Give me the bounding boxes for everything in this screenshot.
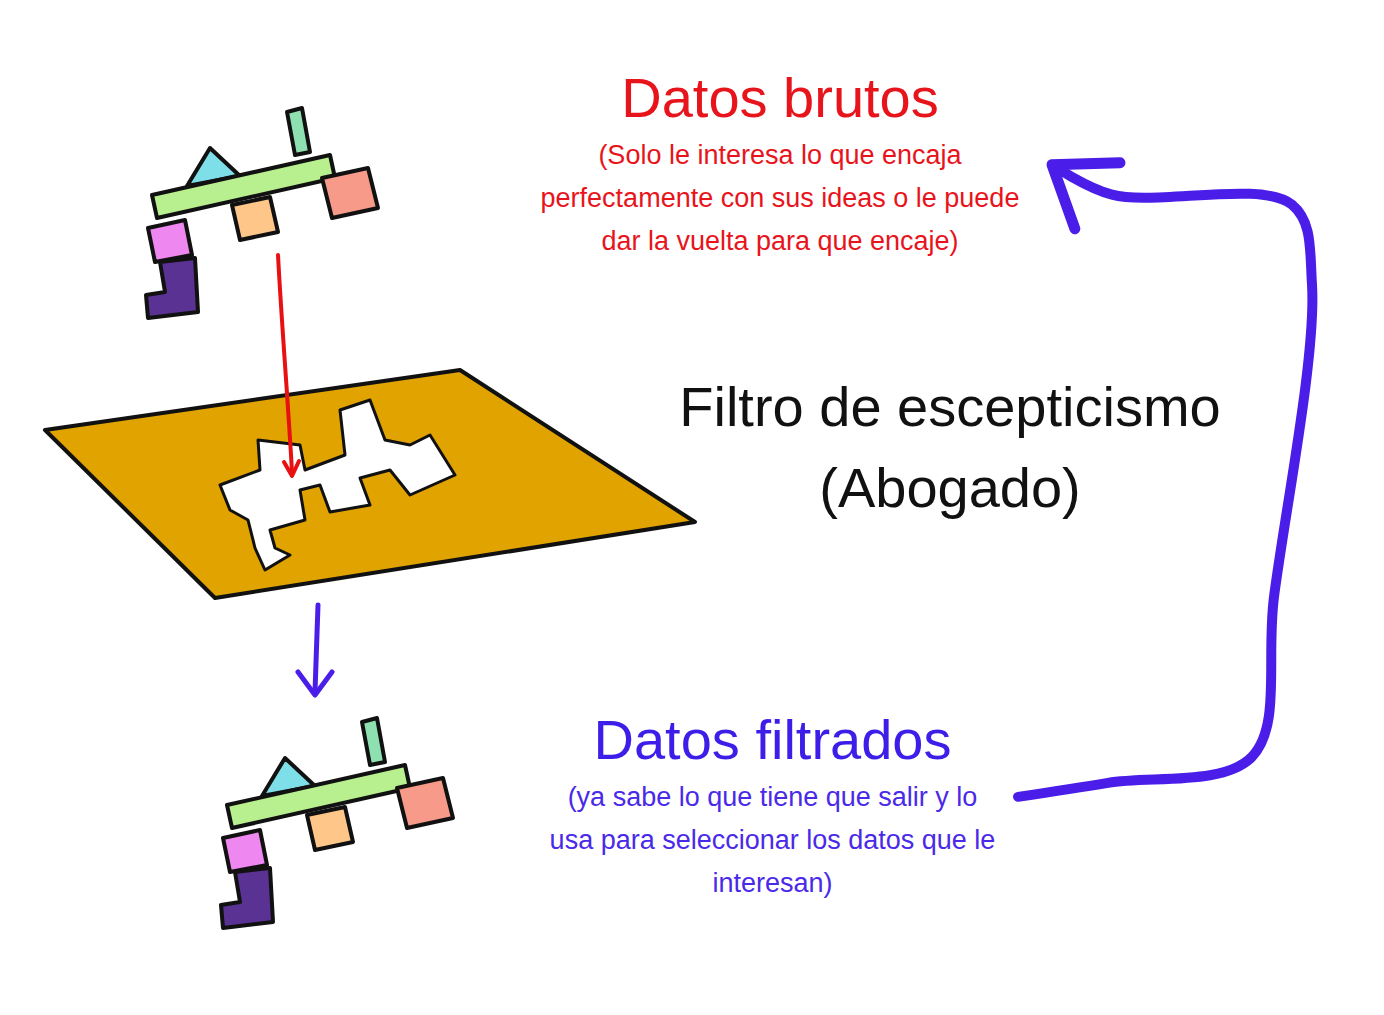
filter-sheet [45, 370, 695, 598]
heading: Datos brutos [530, 66, 1030, 130]
red-arrowhead [284, 461, 299, 476]
blue-arrowhead [298, 672, 332, 695]
description: (ya sabe lo que tiene que salir y lo usa… [545, 776, 1000, 905]
text-group: Datos brutos(Solo le interesa lo que enc… [530, 66, 1030, 263]
filtered-data-figure [221, 718, 453, 928]
heading: Datos filtrados [545, 708, 1000, 772]
filter-label: Filtro de escepticismo (Abogado) [610, 366, 1290, 528]
filter-cutout [220, 400, 455, 570]
blue-arrow [315, 605, 318, 692]
description: (Solo le interesa lo que encaja perfecta… [530, 134, 1030, 263]
raw-data-figure [146, 108, 378, 318]
red-arrow [278, 255, 292, 472]
text-group: Datos filtrados(ya sabe lo que tiene que… [545, 708, 1000, 905]
